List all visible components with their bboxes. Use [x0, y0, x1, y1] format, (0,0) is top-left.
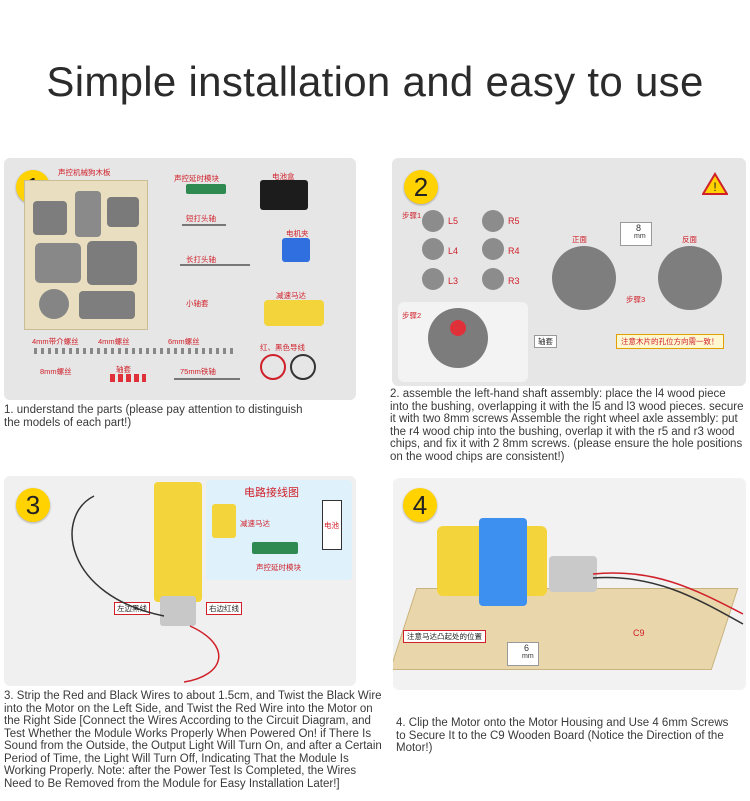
screw-6mm-icon: 6 mm — [507, 642, 539, 666]
label-right-red: 右边红线 — [206, 602, 242, 615]
page-title: Simple installation and easy to use — [46, 58, 704, 105]
svg-text:!: ! — [713, 180, 716, 194]
motor-clip-part — [282, 238, 310, 262]
screw-size-unit: mm — [522, 653, 534, 660]
label-step2: 步骤2 — [402, 311, 422, 320]
label-module: 声控延时模块 — [174, 174, 219, 183]
caption-step-1: 1. understand the parts (please pay atte… — [4, 404, 303, 429]
wood-chip-r5 — [482, 210, 504, 232]
long-shaft-part — [180, 264, 250, 266]
motor-housing-blue — [479, 518, 527, 606]
label-l3: L3 — [448, 276, 459, 286]
diagram-module — [252, 542, 298, 554]
label-screw-8mm: 8mm螺丝 — [40, 367, 72, 376]
step-number-badge: 4 — [403, 488, 437, 522]
label-rod-75mm: 75mm铁轴 — [180, 367, 216, 376]
diagram-label-battery: 电池 — [324, 521, 339, 530]
motor-can — [160, 596, 196, 626]
label-long-shaft: 长打头轴 — [186, 255, 216, 264]
warning-note: 注意木片的孔位方向需一致！ — [616, 334, 724, 349]
panel-step-4: 4 注意马达凸起处的位置 C9 6 mm — [393, 478, 746, 690]
red-bushing — [450, 320, 466, 336]
panel-step-2: 2 ! 步骤1 L5 L4 L3 R5 R4 R3 步骤2 轴套 正面 反面 步… — [392, 158, 746, 386]
board-label-c9: C9 — [633, 628, 645, 638]
label-bushing: 轴套 — [116, 365, 131, 374]
screw-size-number: 6 — [524, 643, 530, 653]
wood-chip-r4 — [482, 238, 504, 260]
sound-module-part — [186, 184, 226, 194]
wood-chip-l3 — [422, 268, 444, 290]
label-wire: 红、黑色导线 — [260, 343, 305, 352]
label-front: 正面 — [572, 235, 587, 244]
wood-chip-l5 — [422, 210, 444, 232]
label-r5: R5 — [508, 216, 520, 226]
screw-size-unit: mm — [634, 233, 646, 240]
diagram-label-module: 声控延时模块 — [256, 563, 301, 572]
bushing-assembly — [428, 308, 488, 368]
back-wheel-assembly — [658, 246, 722, 310]
short-shaft-part — [182, 224, 226, 226]
panel-step-3: 3 电路接线图 减速马达 电池 声控延时模块 左边黑线 右边红线 — [4, 476, 356, 686]
label-screw-4mm: 4mm螺丝 — [98, 337, 130, 346]
wood-board-sheet — [24, 180, 148, 330]
diagram-motor — [212, 504, 236, 538]
screw-8mm-icon: 8 mm — [620, 222, 652, 246]
wood-chip-l4 — [422, 238, 444, 260]
screws-row — [34, 348, 234, 354]
bushing-part — [110, 374, 146, 382]
caption-step-4: 4. Clip the Motor onto the Motor Housing… — [396, 717, 729, 754]
label-short-shaft: 短打头轴 — [186, 214, 216, 223]
panel-step-1: 1 声控机械狗木板 声控延时模块 电池盒 短打头轴 电机夹 长打头轴 减速马达 … — [4, 158, 356, 400]
label-gear-motor: 减速马达 — [276, 291, 306, 300]
motor-note: 注意马达凸起处的位置 — [403, 630, 486, 643]
battery-box-part — [260, 180, 308, 210]
label-small-shaft: 小轴套 — [186, 299, 209, 308]
label-bushing: 轴套 — [534, 335, 557, 348]
wire-coil-black-part — [290, 354, 316, 380]
gear-motor-part — [264, 300, 324, 326]
label-l5: L5 — [448, 216, 459, 226]
wire-coil-part — [260, 354, 286, 380]
label-r4: R4 — [508, 246, 520, 256]
label-screw-6mm: 6mm螺丝 — [168, 337, 200, 346]
warning-icon: ! — [702, 172, 728, 195]
front-wheel-assembly — [552, 246, 616, 310]
label-battery: 电池盒 — [272, 172, 295, 181]
label-step1: 步骤1 — [402, 211, 422, 220]
label-l4: L4 — [448, 246, 459, 256]
label-left-black: 左边黑线 — [114, 602, 150, 615]
label-board: 声控机械狗木板 — [58, 168, 111, 177]
motor-can — [549, 556, 597, 592]
wires — [592, 572, 744, 625]
label-screw-4mm-washer: 4mm带介螺丝 — [32, 337, 79, 346]
rod-75mm-part — [174, 378, 240, 380]
label-back: 反面 — [682, 235, 697, 244]
label-r3: R3 — [508, 276, 520, 286]
circuit-title: 电路接线图 — [244, 487, 299, 499]
label-motor-clip: 电机夹 — [286, 229, 309, 238]
wood-chip-r3 — [482, 268, 504, 290]
step-number-badge: 2 — [404, 170, 438, 204]
wires — [71, 495, 220, 683]
diagram-label-motor: 减速马达 — [240, 519, 270, 528]
caption-step-3: 3. Strip the Red and Black Wires to abou… — [4, 690, 382, 790]
diagram-battery — [322, 500, 342, 550]
gear-motor-vertical — [154, 482, 202, 602]
label-step3: 步骤3 — [626, 295, 646, 304]
caption-step-2: 2. assemble the left-hand shaft assembly… — [390, 388, 744, 463]
step-number-badge: 3 — [16, 488, 50, 522]
screw-size-number: 8 — [636, 223, 642, 233]
